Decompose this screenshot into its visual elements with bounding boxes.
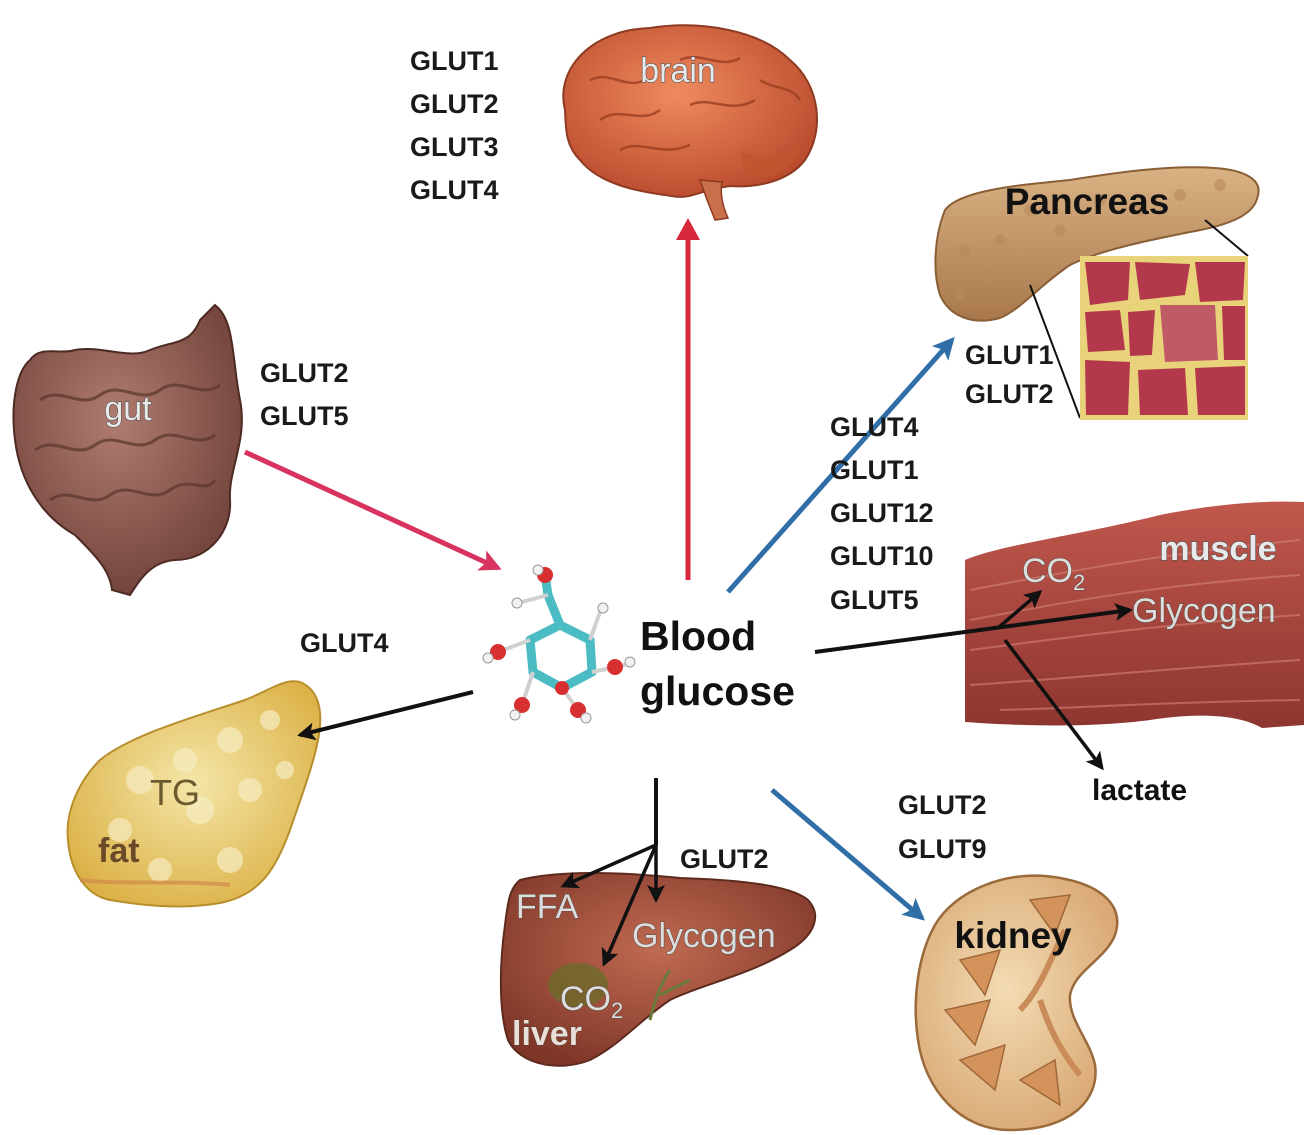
brain-glut-2: GLUT2 — [410, 89, 499, 119]
glucose-molecule-icon — [483, 565, 635, 723]
kidney-illustration: kidney — [916, 876, 1117, 1130]
muscle-co2-subscript: 2 — [1073, 570, 1085, 595]
muscle-lactate-label: lactate — [1092, 774, 1187, 807]
pancreas-glut-1: GLUT1 — [965, 340, 1054, 370]
muscle-glut-5: GLUT5 — [830, 585, 919, 615]
brain-glut-list: GLUT1 GLUT2 GLUT3 GLUT4 — [410, 46, 499, 205]
blood-glucose-line2: glucose — [640, 668, 795, 714]
muscle-glycogen-label: Glycogen — [1132, 592, 1276, 630]
muscle-co2-text: CO — [1022, 552, 1073, 590]
gut-glut-1: GLUT2 — [260, 358, 349, 388]
pancreas-histology-inset — [1080, 256, 1248, 420]
liver-co2-subscript: 2 — [611, 998, 623, 1023]
liver-glut-1: GLUT2 — [680, 844, 769, 874]
muscle-label: muscle — [1159, 530, 1276, 568]
liver-illustration: FFA Glycogen CO2 liver — [501, 873, 815, 1066]
gut-label: gut — [104, 390, 152, 428]
muscle-glut-3: GLUT12 — [830, 498, 934, 528]
pancreas-glut-2: GLUT2 — [965, 379, 1054, 409]
arrow-gut-to-glucose — [245, 452, 498, 568]
brain-label: brain — [640, 52, 716, 90]
kidney-label: kidney — [954, 915, 1072, 956]
kidney-glut-1: GLUT2 — [898, 790, 987, 820]
gut-illustration: gut — [13, 305, 241, 595]
liver-co2-text: CO — [560, 980, 611, 1018]
muscle-glut-list: GLUT4 GLUT1 GLUT12 GLUT10 GLUT5 — [830, 412, 934, 615]
fat-tg-label: TG — [150, 772, 200, 813]
brain-glut-1: GLUT1 — [410, 46, 499, 76]
liver-ffa-label: FFA — [516, 888, 579, 926]
liver-glycogen-label: Glycogen — [632, 917, 776, 955]
fat-glut-1: GLUT4 — [300, 628, 389, 658]
arrow-head-brain — [676, 218, 700, 240]
muscle-glut-4: GLUT10 — [830, 541, 934, 571]
liver-label: liver — [512, 1015, 582, 1053]
brain-glut-4: GLUT4 — [410, 175, 499, 205]
pancreas-glut-list: GLUT1 GLUT2 — [965, 340, 1054, 409]
kidney-glut-list: GLUT2 GLUT9 — [898, 790, 987, 864]
muscle-glut-1: GLUT4 — [830, 412, 919, 442]
fat-illustration: TG fat — [68, 681, 321, 906]
arrow-glucose-to-fat — [300, 692, 473, 735]
brain-illustration: brain — [563, 25, 817, 220]
brain-glut-3: GLUT3 — [410, 132, 499, 162]
pancreas-label: Pancreas — [1005, 181, 1170, 222]
muscle-glut-2: GLUT1 — [830, 455, 919, 485]
kidney-glut-2: GLUT9 — [898, 834, 987, 864]
blood-glucose-line1: Blood — [640, 613, 756, 659]
gut-glut-list: GLUT2 GLUT5 — [260, 358, 349, 431]
fat-label: fat — [98, 832, 140, 870]
gut-glut-2: GLUT5 — [260, 401, 349, 431]
